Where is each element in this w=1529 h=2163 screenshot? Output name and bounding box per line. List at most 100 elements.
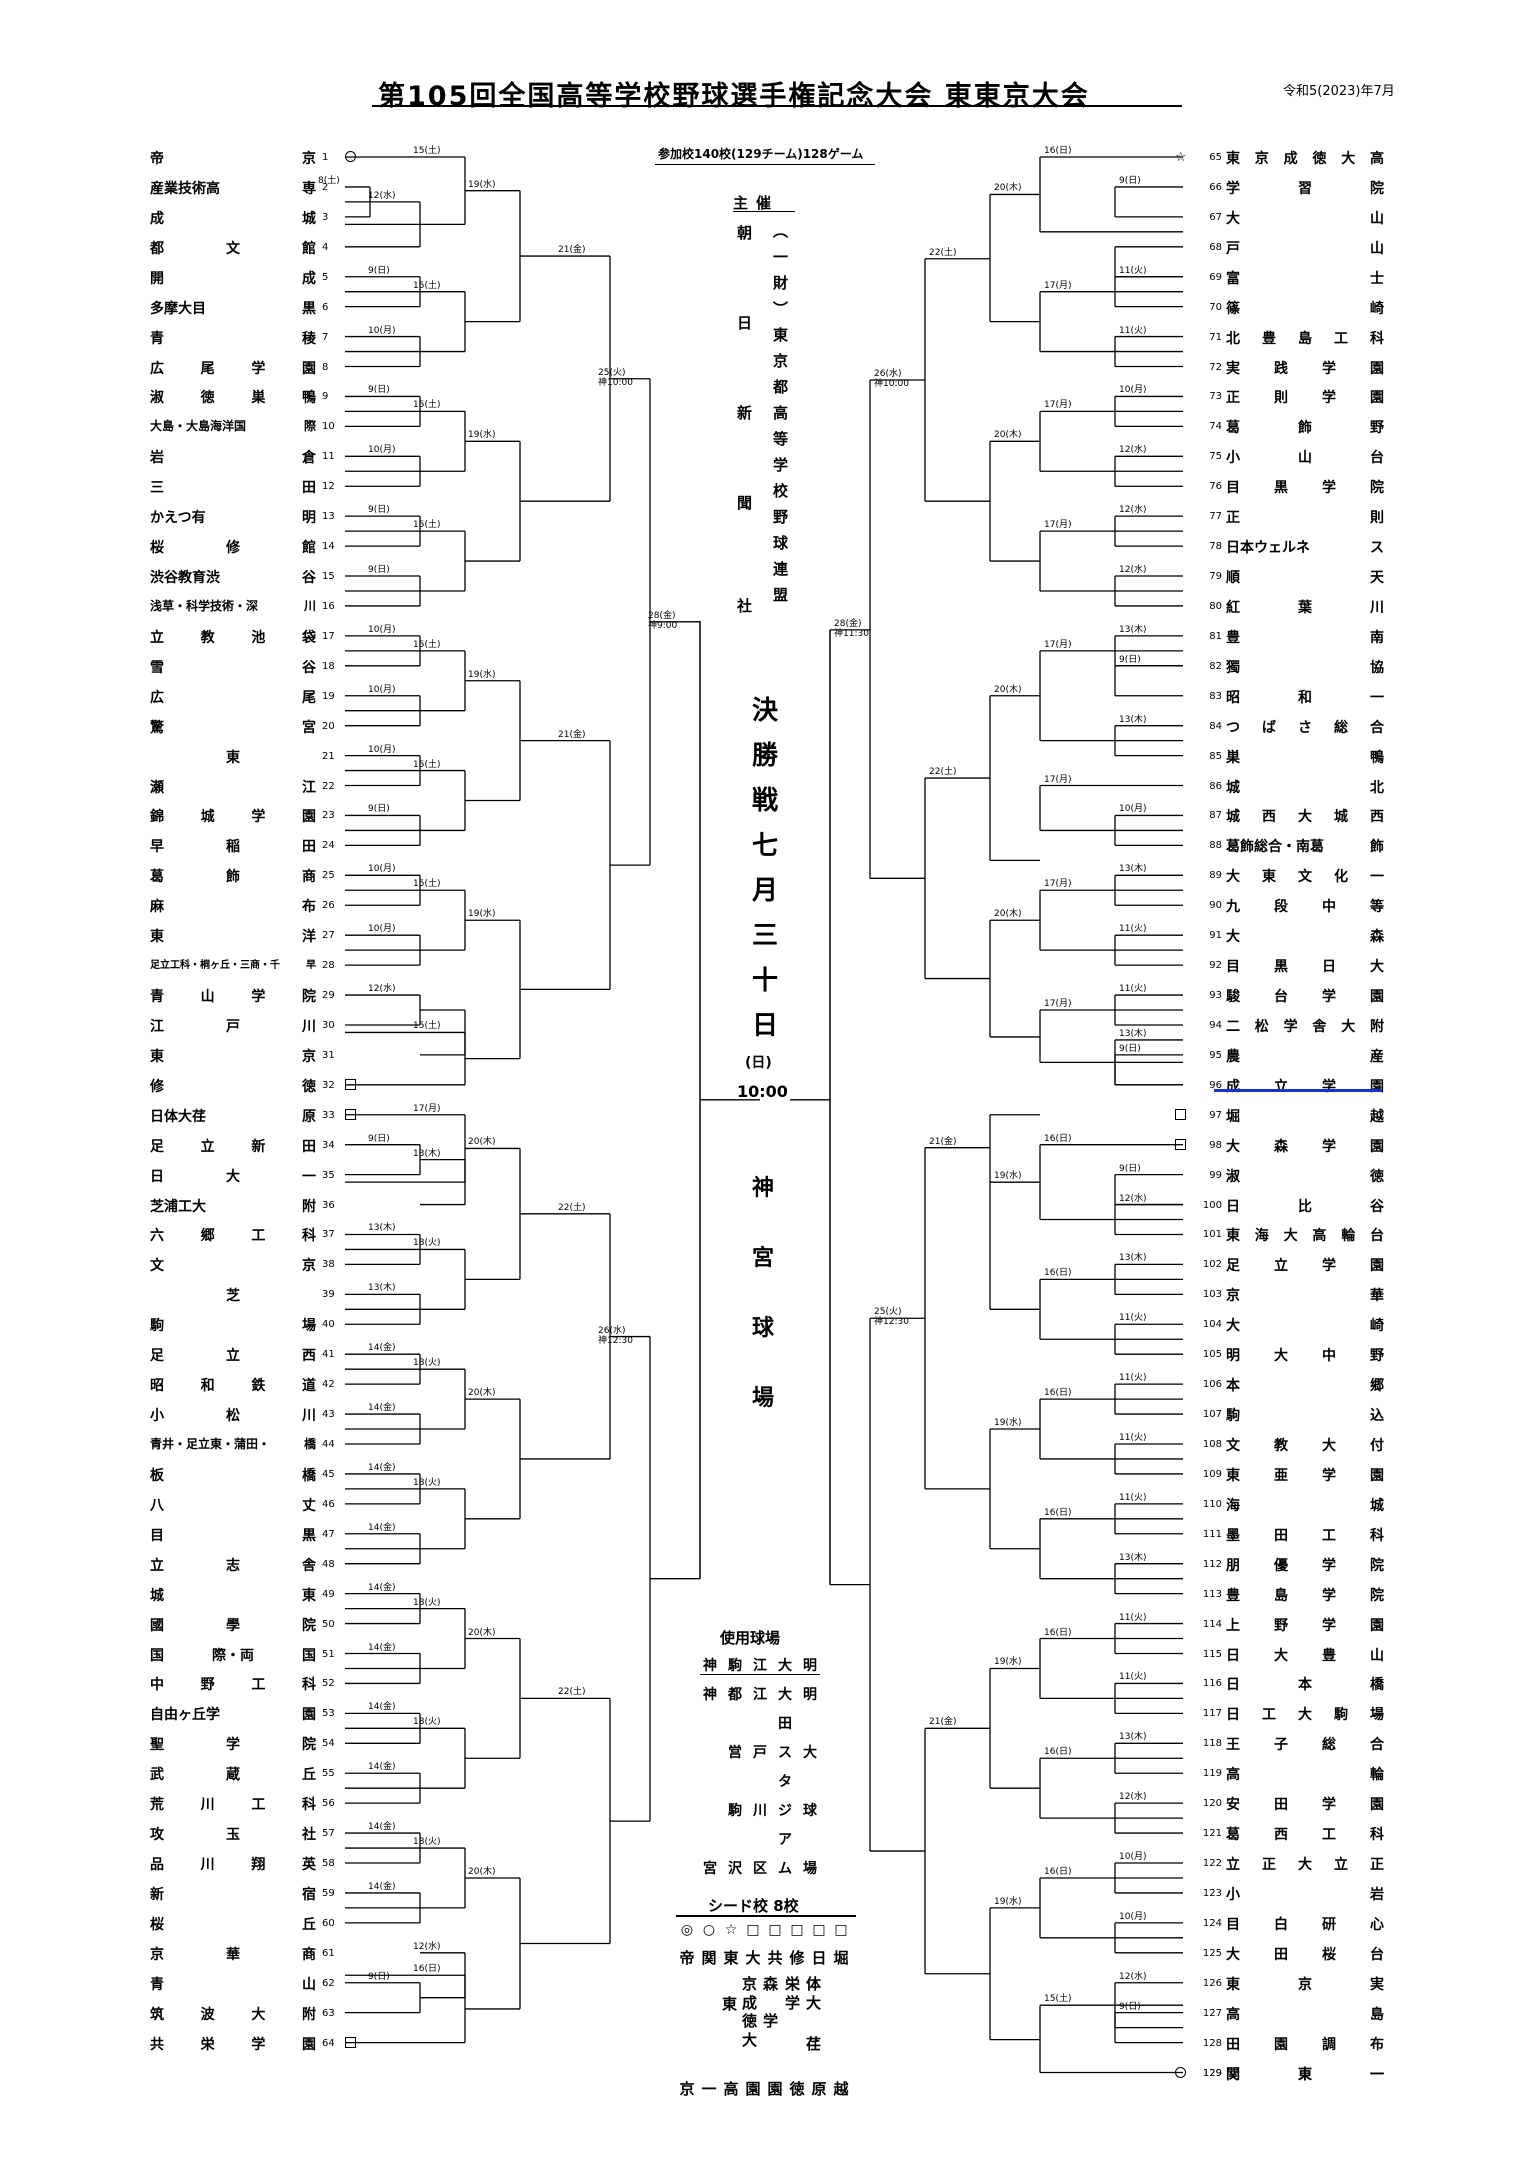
team-name-part: 駒 (1334, 1707, 1348, 1724)
team-number: 30 (322, 1019, 335, 1031)
team-name-part: 大 (1341, 151, 1356, 167)
seed-column: 栄学 (785, 1975, 800, 2013)
team-name-part: 工 (1334, 330, 1348, 347)
round-label: 13(木) (1119, 1732, 1147, 1743)
vertical-char: 球 (752, 1316, 775, 1341)
team-name-part: 学 (1226, 180, 1240, 197)
team-name-part: 日 (1226, 1647, 1240, 1664)
team-name-part: 昭 (1226, 689, 1240, 706)
round-label: 15(土) (413, 146, 441, 156)
vertical-char: 決 (752, 696, 779, 726)
team-name-part: 輪 (1370, 1767, 1384, 1784)
team-name: かえつ有明 (150, 507, 316, 527)
team-name: 紅葉川 (1226, 597, 1384, 617)
team-name-part: 巣 (1226, 749, 1240, 766)
team-name-part: 布 (1370, 2036, 1384, 2053)
team-name-part: 共 (150, 2036, 164, 2053)
round-label: 17(月) (1044, 879, 1072, 890)
seed-mark: □ (746, 1922, 760, 1938)
team-name-part: 西 (302, 1348, 316, 1365)
team-name-part: 道 (301, 1378, 316, 1395)
team-number: 88 (1209, 840, 1222, 852)
round-label: 19(水) (468, 430, 496, 441)
team-name-part: 越 (1370, 1108, 1384, 1125)
seed-char: 堀 (833, 1949, 849, 1967)
vertical-char: 七 (752, 831, 779, 861)
vertical-char: 十 (752, 966, 779, 996)
team-number: 62 (322, 1977, 335, 1989)
team-name-part: 淑 (150, 390, 164, 407)
team-name-part: 日 (1322, 959, 1336, 976)
team-name: 瀬江 (150, 777, 316, 797)
team-name: 品川翔英 (150, 1854, 316, 1874)
round-label: 19(水) (994, 1896, 1022, 1907)
team-name: 早稲田 (150, 836, 316, 856)
team-name-part: 学 (1322, 1587, 1336, 1604)
team-name-part: 正 (1262, 1857, 1276, 1873)
team-number: 24 (322, 840, 335, 852)
team-name-part: 足 (1226, 1258, 1240, 1275)
round-label: 17(月) (413, 1103, 441, 1114)
team-number: 51 (322, 1648, 335, 1660)
team-name: 桜修館 (150, 537, 316, 557)
team-name: 淑徳 (1226, 1166, 1384, 1186)
round-label: 15(土) (413, 280, 441, 291)
team-name-part: 布 (302, 899, 316, 916)
team-name-part: 化 (1334, 869, 1348, 886)
team-name: 筑波大附 (150, 2004, 316, 2024)
team-name-part: 葛 (1226, 1827, 1240, 1844)
team-name-part: 小 (150, 1408, 164, 1425)
team-name-part: 山 (302, 1976, 316, 1993)
vertical-char: 野 (773, 508, 789, 526)
vertical-char: 高 (773, 404, 789, 422)
round-label: 神12:30 (598, 1335, 633, 1346)
venue-char: ア (778, 1832, 792, 1848)
team-number: 89 (1209, 870, 1222, 882)
round-label: 12(水) (1119, 505, 1147, 516)
team-name: 小松川 (150, 1405, 316, 1425)
team-name-part: 中 (1322, 899, 1336, 916)
team-name-part: 山 (1298, 450, 1312, 467)
team-name-part: 錦 (150, 809, 164, 826)
team-number: 70 (1209, 301, 1222, 313)
team-number: 106 (1202, 1379, 1222, 1391)
team-name-part: 大 (1226, 1138, 1240, 1155)
team-name-part: 東 (150, 929, 164, 946)
team-number: 103 (1202, 1289, 1222, 1301)
team-name-part: 富 (1226, 270, 1240, 287)
team-name-part: 学 (1322, 1557, 1336, 1574)
host-federation: ︵一財︶東京都高等学校野球連盟 (773, 220, 788, 610)
team-number: 33 (322, 1109, 335, 1121)
team-name: 荒川工科 (150, 1794, 316, 1814)
team-name-part: 袋 (301, 629, 316, 646)
round-label: 12(水) (1119, 565, 1147, 576)
team-name-part: 東 (1226, 1976, 1240, 1993)
team-name-part: 学 (1322, 1138, 1336, 1155)
seed-mark: □ (768, 1922, 782, 1938)
round-label: 13(木) (1119, 1552, 1147, 1563)
team-name: 驚宮 (150, 717, 316, 737)
team-name-part: 台 (1274, 989, 1288, 1006)
round-label: 9(日) (368, 1971, 390, 1982)
team-name-part: 園 (1370, 360, 1384, 377)
round-label: 10(月) (1119, 1852, 1147, 1862)
round-label: 神10:00 (874, 378, 909, 389)
team-name: 城東 (150, 1585, 316, 1605)
team-name: 明大中野 (1226, 1345, 1384, 1365)
team-name-part: 科 (1370, 1827, 1384, 1844)
team-name-part: 島 (1298, 330, 1312, 347)
team-name-part: 子 (1274, 1737, 1288, 1754)
